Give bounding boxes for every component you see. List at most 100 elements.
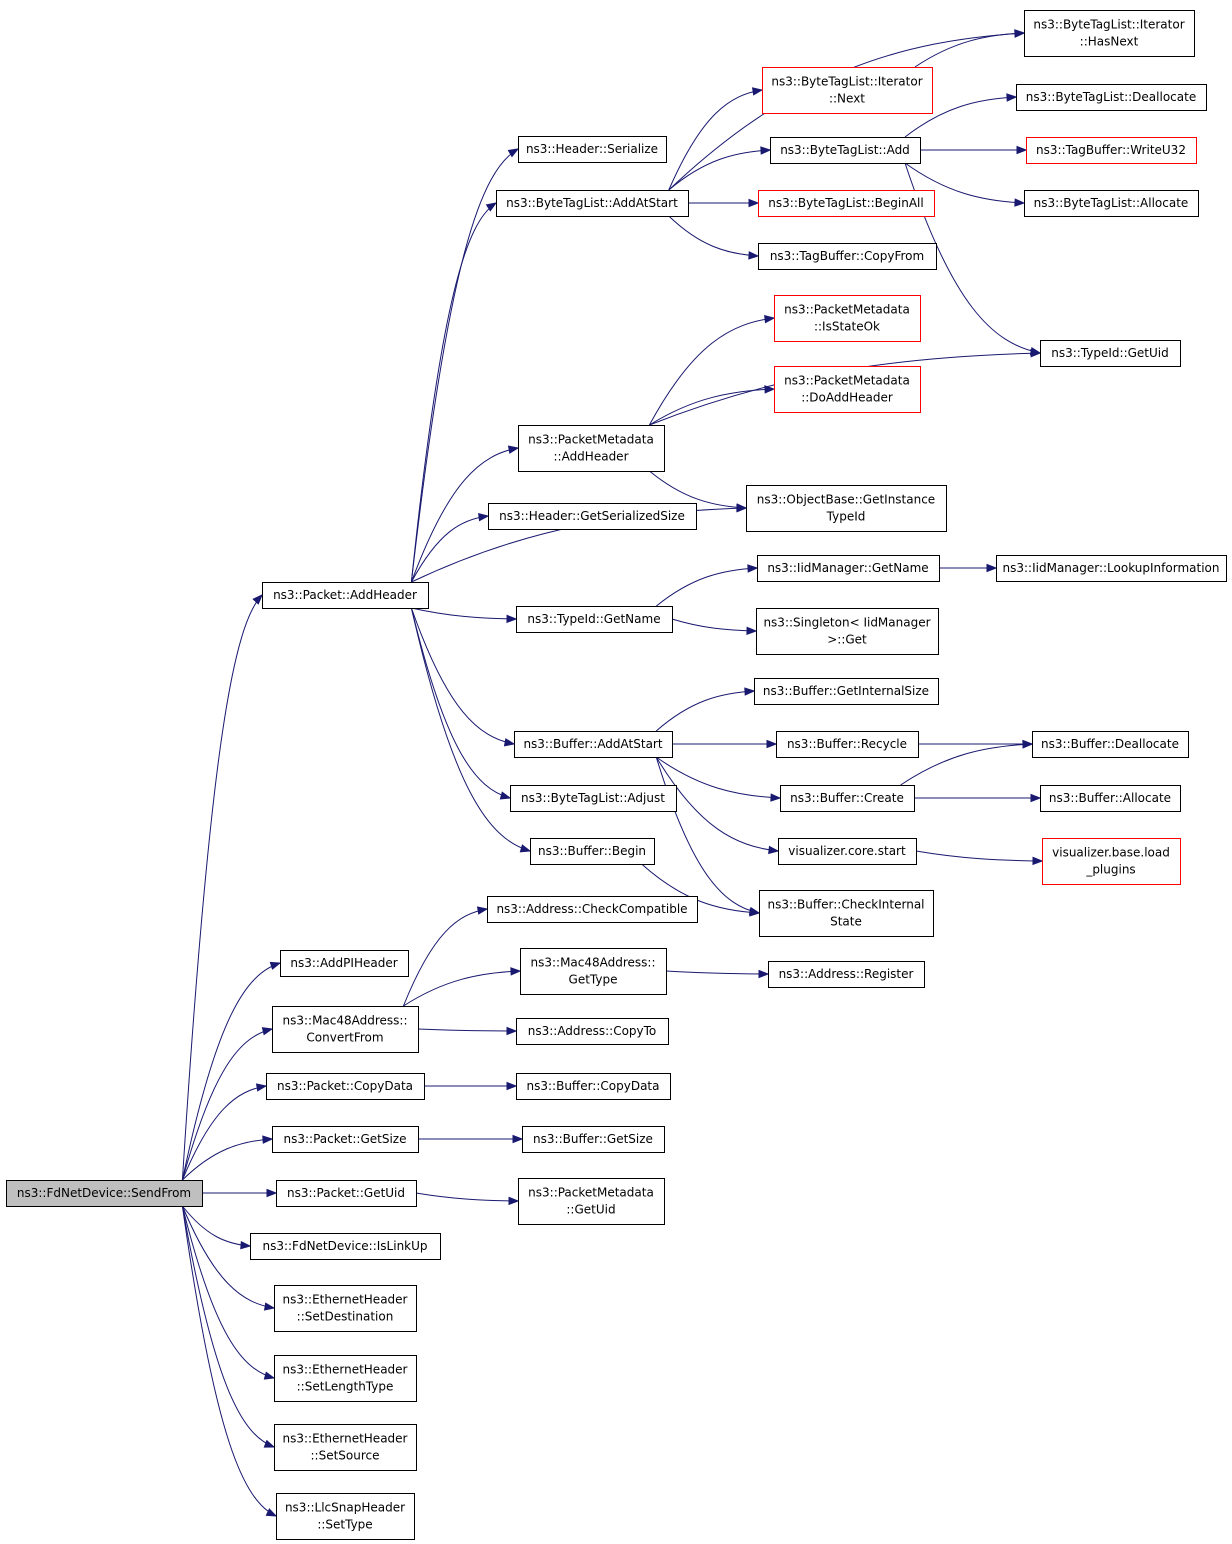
node-iidmanager-getname[interactable]: ns3::IidManager::GetName [757, 555, 940, 582]
node-packet-getuid[interactable]: ns3::Packet::GetUid [276, 1180, 417, 1207]
node-label: ns3::LlcSnapHeader [285, 1501, 405, 1515]
node-eth-setsource[interactable]: ns3::EthernetHeader::SetSource [274, 1424, 417, 1471]
node-header-serialize[interactable]: ns3::Header::Serialize [518, 136, 667, 163]
node-address-copyto[interactable]: ns3::Address::CopyTo [516, 1018, 669, 1045]
node-box [746, 485, 947, 532]
node-mac48-convertfrom[interactable]: ns3::Mac48Address::ConvertFrom [272, 1006, 419, 1053]
node-label: ns3::PacketMetadata [784, 374, 910, 388]
node-label: ConvertFrom [306, 1031, 383, 1045]
node-buffer-deallocate[interactable]: ns3::Buffer::Deallocate [1032, 731, 1189, 758]
node-buffer-create[interactable]: ns3::Buffer::Create [780, 785, 915, 812]
node-btl-allocate[interactable]: ns3::ByteTagList::Allocate [1024, 190, 1199, 217]
node-pm-isstateok[interactable]: ns3::PacketMetadata::IsStateOk [774, 295, 921, 342]
arrowhead [519, 844, 532, 853]
node-label: State [830, 915, 862, 929]
arrowhead [764, 314, 776, 324]
node-label: ns3::Address::CopyTo [528, 1024, 657, 1038]
node-label: ns3::PacketMetadata [528, 1186, 654, 1200]
node-label: TypeId [826, 510, 866, 524]
node-typeid-getname[interactable]: ns3::TypeId::GetName [516, 606, 673, 633]
edge-sendfrom-to-fdnetdevice-islinkup [182, 1205, 251, 1247]
arrowhead [512, 1134, 524, 1144]
node-box [272, 1126, 419, 1153]
node-mac48-gettype[interactable]: ns3::Mac48Address::GetType [520, 948, 667, 995]
node-box [996, 555, 1227, 582]
node-label: ns3::ByteTagList::Allocate [1034, 196, 1189, 210]
node-pm-getuid[interactable]: ns3::PacketMetadata::GetUid [518, 1178, 665, 1225]
edge-buffer-addatstart-to-buffer-create [655, 756, 781, 799]
arrowhead [1014, 29, 1026, 38]
edge-btl-addatstart-to-btl-add [668, 149, 771, 191]
node-box [778, 838, 917, 865]
node-label: ns3::Buffer::Begin [538, 844, 646, 858]
node-buffer-getsize[interactable]: ns3::Buffer::GetSize [522, 1126, 665, 1153]
node-eth-setlengthtype[interactable]: ns3::EthernetHeader::SetLengthType [274, 1355, 417, 1402]
edge-buffer-create-to-buffer-deallocate [900, 743, 1033, 786]
node-btl-iter-next[interactable]: ns3::ByteTagList::Iterator::Next [762, 67, 933, 114]
node-btl-adjust[interactable]: ns3::ByteTagList::Adjust [510, 785, 677, 812]
node-pm-doaddheader[interactable]: ns3::PacketMetadata::DoAddHeader [774, 366, 921, 413]
node-addpiheader[interactable]: ns3::AddPIHeader [280, 950, 409, 977]
node-box [274, 1285, 417, 1332]
node-sendfrom[interactable]: ns3::FdNetDevice::SendFrom [6, 1180, 203, 1207]
node-label: ns3::Singleton< IidManager [763, 616, 930, 630]
edge-btl-add-to-btl-allocate [904, 162, 1025, 204]
node-header-getserializedsize[interactable]: ns3::Header::GetSerializedSize [488, 503, 697, 530]
edge-buffer-begin-to-buffer-checkinternalstate [641, 863, 760, 914]
node-label: ns3::Mac48Address:: [282, 1014, 407, 1028]
node-label: ns3::ByteTagList::Add [780, 143, 910, 157]
node-box [780, 785, 915, 812]
node-tagbuffer-copyfrom[interactable]: ns3::TagBuffer::CopyFrom [758, 243, 937, 270]
node-singleton-get[interactable]: ns3::Singleton< IidManager >::Get [756, 608, 939, 655]
node-typeid-getuid[interactable]: ns3::TypeId::GetUid [1040, 340, 1181, 367]
node-packet-getsize[interactable]: ns3::Packet::GetSize [272, 1126, 419, 1153]
node-box [1040, 340, 1181, 367]
node-address-register[interactable]: ns3::Address::Register [768, 961, 925, 988]
node-llcsnap-settype[interactable]: ns3::LlcSnapHeader::SetType [276, 1493, 415, 1540]
node-address-checkcompatible[interactable]: ns3::Address::CheckCompatible [487, 896, 698, 923]
node-visualizer-core-start[interactable]: visualizer.core.start [778, 838, 917, 865]
node-packet-copydata[interactable]: ns3::Packet::CopyData [266, 1073, 425, 1100]
node-iidmanager-lookupinformation[interactable]: ns3::IidManager::LookupInformation [996, 555, 1227, 582]
edge-packet-addheader-to-typeid-getname [411, 607, 517, 620]
arrowhead [768, 845, 780, 855]
node-fdnetdevice-islinkup[interactable]: ns3::FdNetDevice::IsLinkUp [250, 1233, 441, 1260]
node-btl-beginall[interactable]: ns3::ByteTagList::BeginAll [758, 190, 935, 217]
node-buffer-getinternalsize[interactable]: ns3::Buffer::GetInternalSize [754, 678, 939, 705]
node-label: ns3::PacketMetadata [528, 433, 654, 447]
node-box [522, 1126, 665, 1153]
arrowhead [751, 87, 764, 96]
node-btl-addatstart[interactable]: ns3::ByteTagList::AddAtStart [496, 190, 689, 217]
edge-sendfrom-to-eth-setlengthtype [181, 1205, 275, 1379]
arrowhead [736, 503, 748, 512]
node-buffer-addatstart[interactable]: ns3::Buffer::AddAtStart [514, 731, 673, 758]
node-btl-deallocate[interactable]: ns3::ByteTagList::Deallocate [1016, 84, 1207, 111]
node-box [262, 582, 429, 609]
node-btl-iter-hasnext[interactable]: ns3::ByteTagList::Iterator::HasNext [1024, 10, 1195, 57]
node-pm-addheader[interactable]: ns3::PacketMetadata::AddHeader [518, 425, 665, 472]
node-buffer-begin[interactable]: ns3::Buffer::Begin [530, 838, 655, 865]
node-label: ns3::Mac48Address:: [530, 956, 655, 970]
node-packet-addheader[interactable]: ns3::Packet::AddHeader [262, 582, 429, 609]
arrowhead [986, 563, 998, 573]
node-tagbuffer-writeu32[interactable]: ns3::TagBuffer::WriteU32 [1026, 137, 1197, 164]
edge-sendfrom-to-addpiheader [181, 962, 281, 1181]
node-label: ns3::ByteTagList::Adjust [521, 791, 665, 805]
node-buffer-copydata[interactable]: ns3::Buffer::CopyData [516, 1073, 671, 1100]
node-btl-add[interactable]: ns3::ByteTagList::Add [770, 137, 921, 164]
node-box [266, 1073, 425, 1100]
node-label: GetType [569, 973, 618, 987]
node-buffer-allocate[interactable]: ns3::Buffer::Allocate [1040, 785, 1181, 812]
node-box [250, 1233, 441, 1260]
node-box [1042, 838, 1181, 885]
node-label: ::SetSource [310, 1449, 379, 1463]
node-eth-setdestination[interactable]: ns3::EthernetHeader::SetDestination [274, 1285, 417, 1332]
node-visualizer-base-load-plugins[interactable]: visualizer.base.load_plugins [1042, 838, 1181, 885]
arrowhead [507, 148, 520, 158]
node-label: ::SetDestination [297, 1310, 394, 1324]
node-box [774, 366, 921, 413]
node-buffer-recycle[interactable]: ns3::Buffer::Recycle [776, 731, 919, 758]
node-label: ns3::TypeId::GetName [527, 612, 660, 626]
